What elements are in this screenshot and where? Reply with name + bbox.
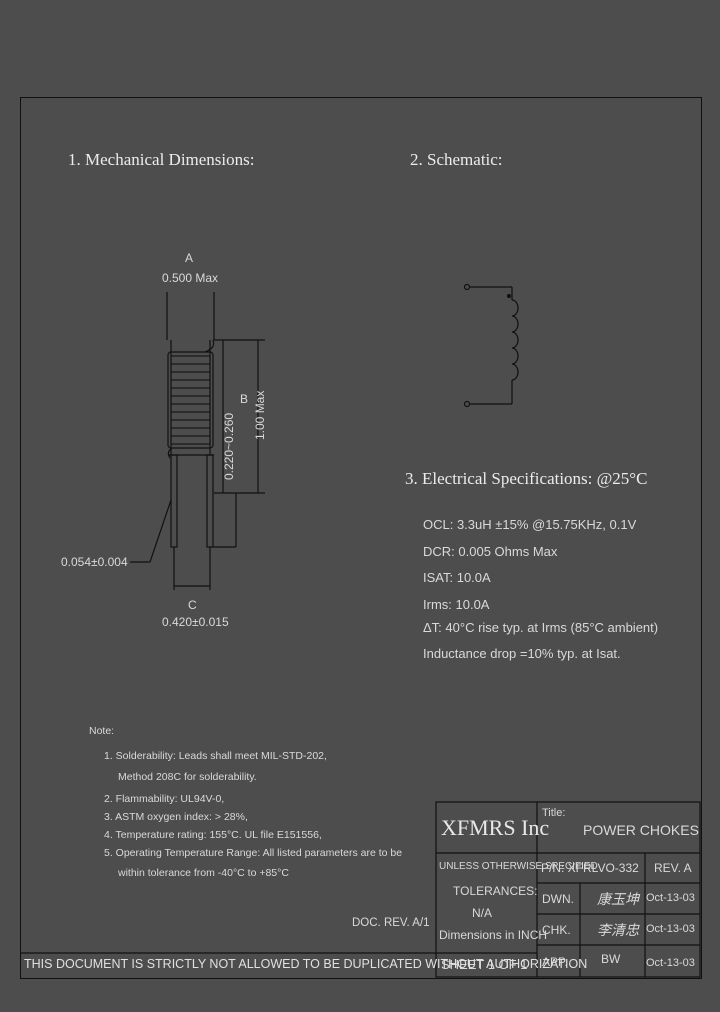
spec-dcr: DCR: 0.005 Ohms Max [423,544,558,559]
dwn-signature: 康玉坤 [597,893,639,908]
doc-revision: DOC. REV. A/1 [352,917,430,929]
chk-signature: 李清忠 [597,924,639,939]
dimension-b-value: 1.00 Max [253,390,267,440]
spec-irms: Irms: 10.0A [423,597,490,612]
note-item: 5. Operating Temperature Range: All list… [104,847,403,859]
chk-date: Oct-13-03 [646,923,695,935]
app-signature: BW [601,952,621,966]
dimension-a-label: A [185,251,194,265]
drawing-sheet [20,97,702,979]
title-value: POWER CHOKES [583,822,699,838]
dimension-height-value: 0.220~0.260 [222,412,236,480]
spec-delta-t: ΔT: 40°C rise typ. at Irms (85°C ambient… [423,620,659,635]
note-item: 4. Temperature rating: 155°C. UL file E1… [104,829,322,841]
title-block-grid [20,801,701,978]
app-label: APP. [542,955,568,969]
revision: REV. A [654,861,692,875]
dwn-date: Oct-13-03 [646,892,695,904]
chk-label: CHK. [542,923,571,937]
tolerances-label: TOLERANCES: [453,884,538,898]
title-label: Title: [542,807,566,819]
mechanical-dimensions-heading: 1. Mechanical Dimensions: [68,150,255,169]
schematic-heading: 2. Schematic: [410,150,503,169]
notes-heading: Note: [89,725,115,737]
spec-isat: ISAT: 10.0A [423,570,491,585]
tolerances-value: N/A [472,906,493,920]
note-item: 3. ASTM oxygen index: > 28%, [104,811,248,823]
sheet-number: SHEET 1 OF 1 [441,957,528,972]
unless-specified: UNLESS OTHERWISE SPECIFIED [439,861,598,872]
spec-inductance-drop: Inductance drop =10% typ. at Isat. [423,646,621,661]
dimension-a-value: 0.500 Max [162,271,219,285]
dimensions-unit: Dimensions in INCH [439,928,548,942]
inductor-schematic [463,283,519,408]
dimension-b-label: B [240,392,249,406]
note-item: 1. Solderability: Leads shall meet MIL-S… [104,750,327,762]
spec-ocl: OCL: 3.3uH ±15% @15.75KHz, 0.1V [423,517,637,532]
note-item: 2. Flammability: UL94V-0, [104,793,225,805]
company-name: XFMRS Inc [441,815,550,840]
footer-notice: THIS DOCUMENT IS STRICTLY NOT ALLOWED TO… [24,957,588,971]
dimension-c-value: 0.420±0.015 [162,615,229,629]
note-item: within tolerance from -40°C to +85°C [118,867,289,879]
dimension-c-label: C [188,598,197,612]
electrical-specifications-heading: 3. Electrical Specifications: @25°C [405,469,648,488]
note-item: Method 208C for solderability. [118,771,257,783]
app-date: Oct-13-03 [646,957,695,969]
dimension-lead-value: 0.054±0.004 [61,555,128,569]
part-number: P/N: XFRLVO-332 [541,861,639,875]
dwn-label: DWN. [542,892,574,906]
